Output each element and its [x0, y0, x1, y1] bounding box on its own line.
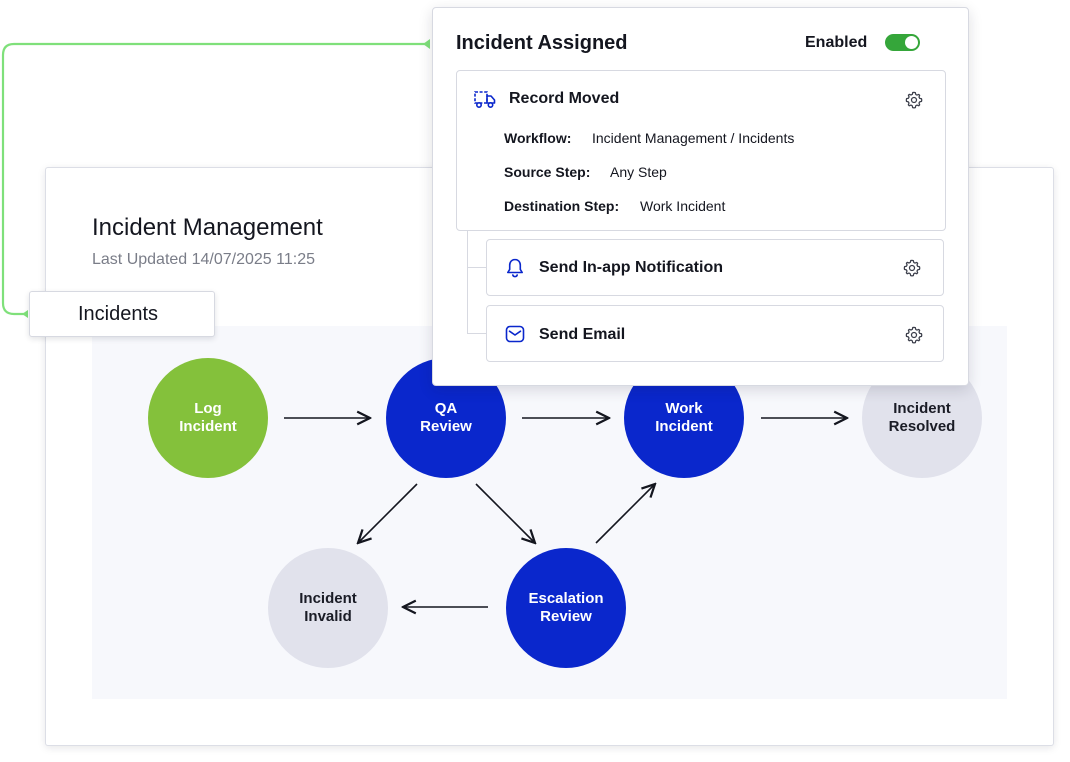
enabled-toggle[interactable]	[885, 34, 920, 51]
panel-title: Incident Assigned	[456, 32, 628, 54]
action-label-email: Send Email	[539, 326, 626, 343]
page-title: Incident Management	[92, 214, 323, 241]
trigger-settings-gear-icon[interactable]	[904, 90, 924, 110]
last-updated: Last Updated 14/07/2025 11:25	[92, 251, 315, 268]
bell-icon	[507, 258, 523, 278]
action-label-notification: Send In-app Notification	[539, 259, 723, 276]
action-send-email[interactable]	[486, 305, 944, 362]
detail-key-source-step: Source Step:	[504, 164, 591, 180]
detail-key-destination-step: Destination Step:	[504, 198, 620, 214]
notification-settings-gear-icon[interactable]	[902, 258, 922, 278]
arrow-qa-to-invalid	[358, 483, 418, 543]
trigger-title: Record Moved	[509, 90, 620, 107]
detail-value-destination-step: Work Incident	[640, 198, 726, 214]
detail-key-workflow: Workflow:	[504, 130, 572, 146]
email-settings-gear-icon[interactable]	[904, 325, 924, 345]
tree-line-vertical	[467, 231, 468, 334]
incidents-tab[interactable]: Incidents	[29, 291, 215, 337]
action-send-in-app-notification[interactable]	[486, 239, 944, 296]
detail-value-source-step: Any Step	[610, 164, 667, 180]
tree-line-branch-1	[467, 267, 486, 268]
truck-icon	[474, 91, 496, 109]
arrow-qa-to-escalation	[475, 483, 535, 543]
incidents-tab-label: Incidents	[78, 302, 159, 325]
trigger-card[interactable]	[456, 70, 946, 231]
enabled-label: Enabled	[805, 34, 868, 51]
arrow-escalation-to-work	[595, 484, 655, 544]
tree-line-branch-2	[467, 333, 486, 334]
node-escalation-review[interactable]: Escalation Review	[506, 548, 626, 668]
toggle-knob	[905, 36, 918, 49]
envelope-icon	[505, 325, 525, 343]
node-incident-invalid[interactable]: Incident Invalid	[268, 548, 388, 668]
detail-value-workflow: Incident Management / Incidents	[592, 130, 795, 146]
node-log-incident[interactable]: Log Incident	[148, 358, 268, 478]
